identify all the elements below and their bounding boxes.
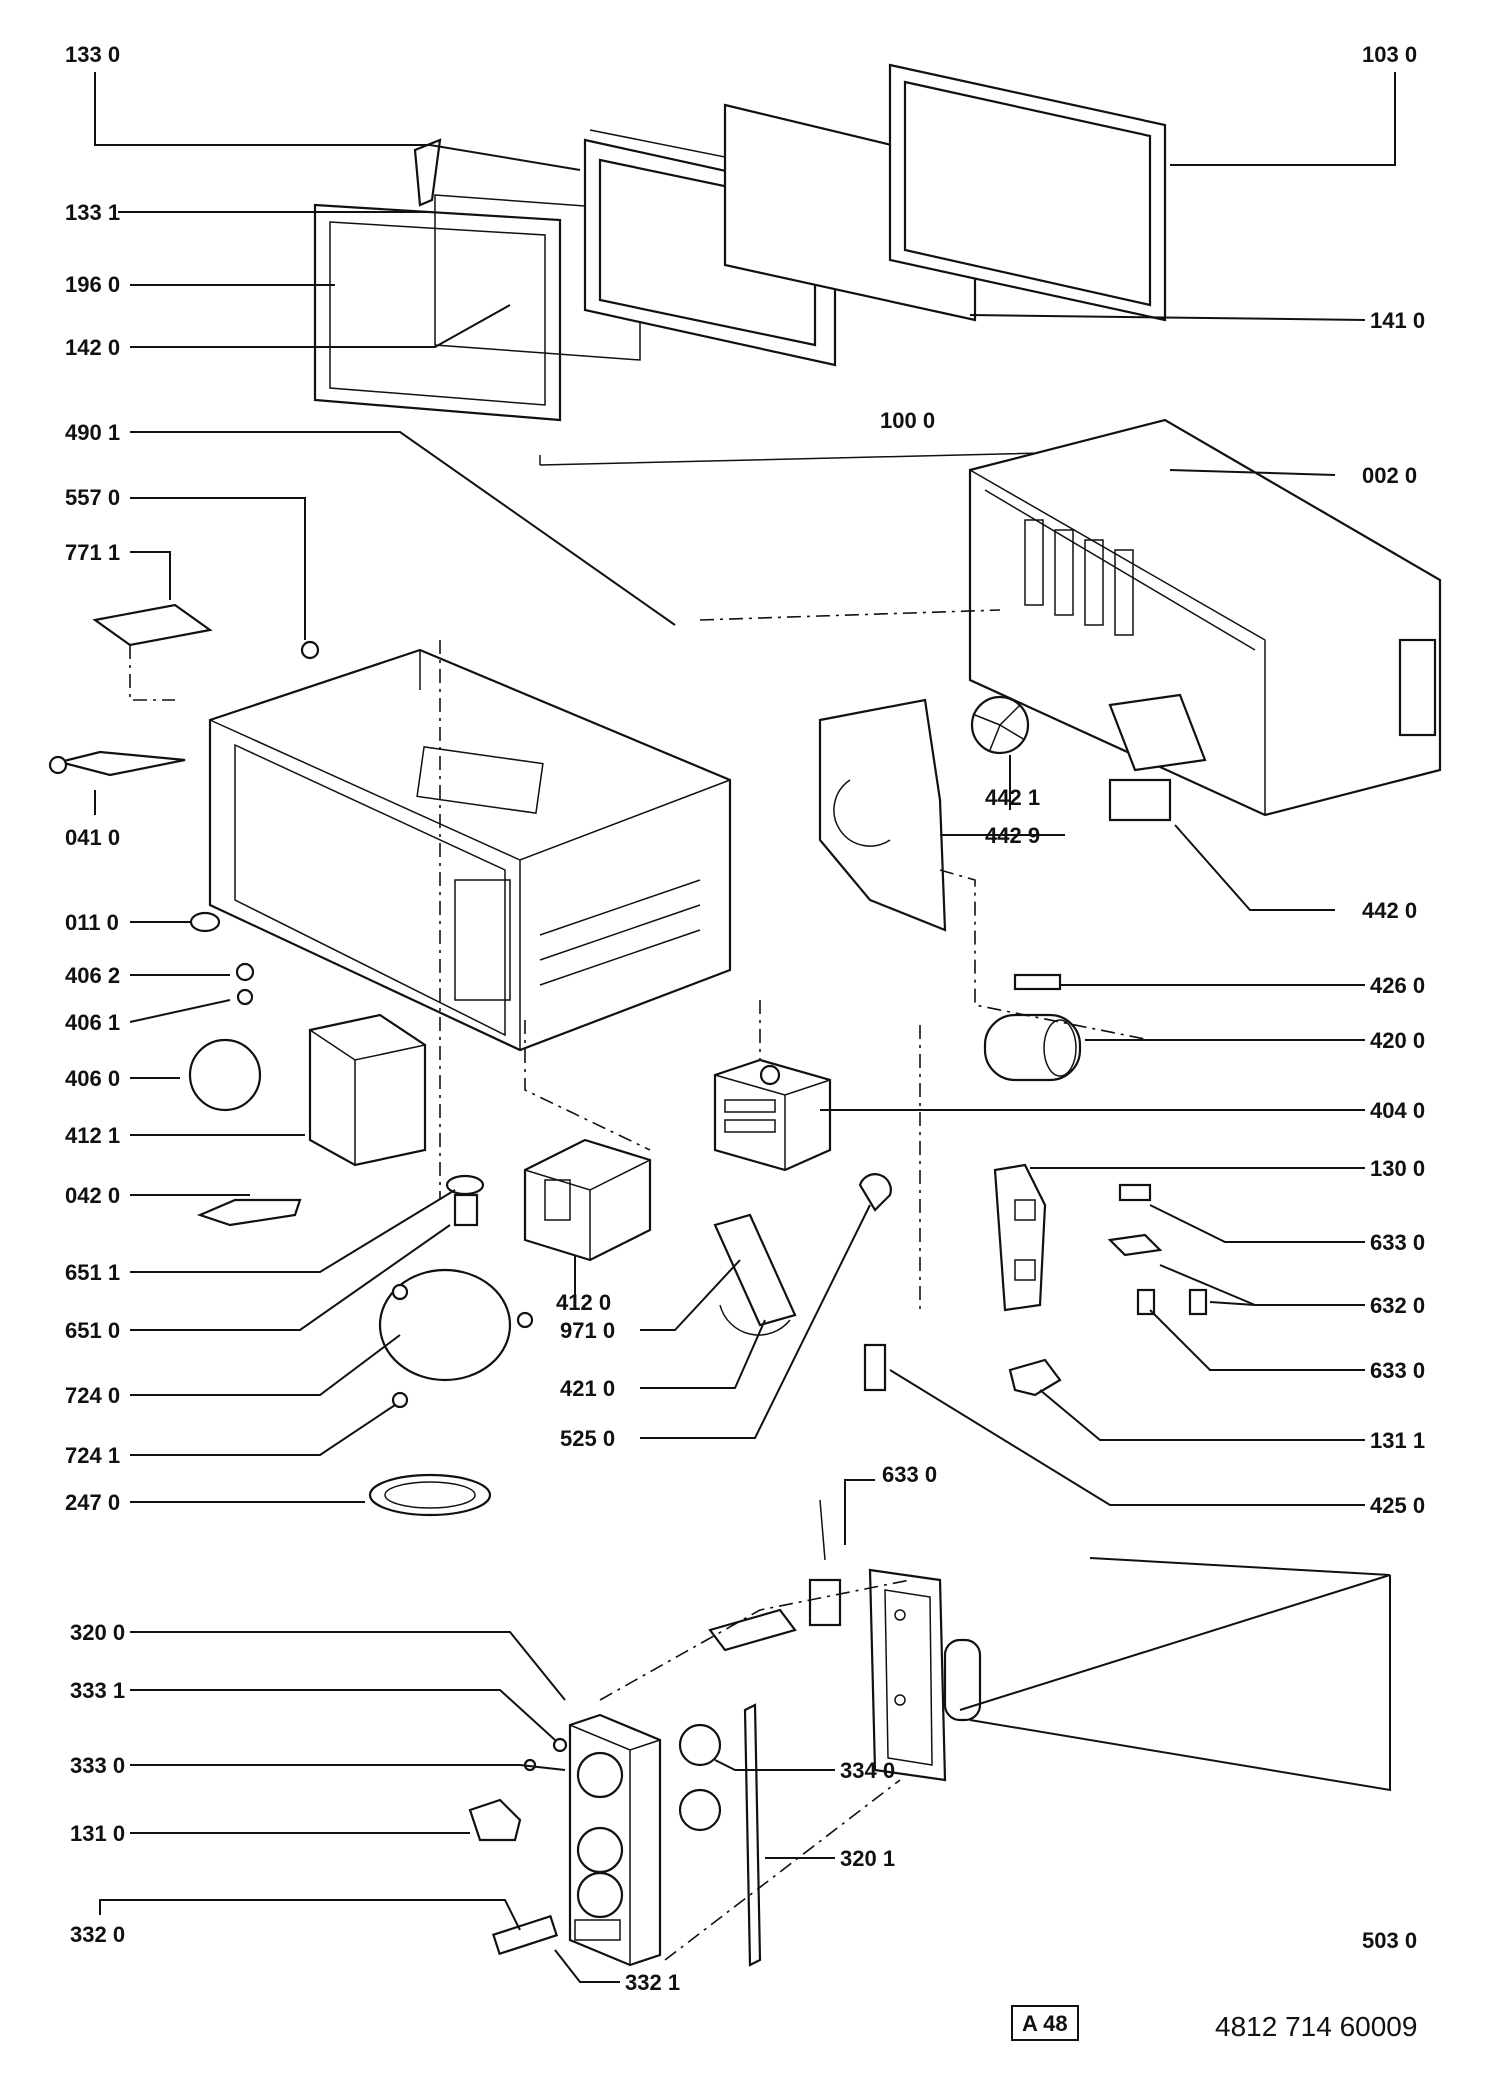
label-332-1: 332 1: [625, 1970, 680, 1995]
label-133-1: 133 1: [65, 200, 120, 225]
label-632-0: 632 0: [1370, 1293, 1425, 1318]
sheet-code: A 48: [1022, 2011, 1068, 2036]
hv-capacitor: [983, 1013, 1082, 1082]
label-142-0: 142 0: [65, 335, 120, 360]
label-724-0: 724 0: [65, 1383, 120, 1408]
label-333-1: 333 1: [70, 1678, 125, 1703]
label-557-0: 557 0: [65, 485, 120, 510]
label-442-9: 442 9: [985, 823, 1040, 848]
coupler: [445, 1174, 485, 1227]
roller-ring: [378, 1268, 512, 1382]
label-503-0: 503 0: [1362, 1928, 1417, 1953]
label-425-0: 425 0: [1370, 1493, 1425, 1518]
label-406-1: 406 1: [65, 1010, 120, 1035]
waveguide: [308, 1013, 427, 1167]
label-333-0: 333 0: [70, 1753, 125, 1778]
label-141-0: 141 0: [1370, 308, 1425, 333]
hv-diode: [1013, 973, 1062, 991]
turntable-plate: [368, 1473, 492, 1517]
label-130-0: 130 0: [1370, 1156, 1425, 1181]
label-420-0: 420 0: [1370, 1028, 1425, 1053]
label-103-0: 103 0: [1362, 42, 1417, 67]
label-041-0: 041 0: [65, 825, 120, 850]
label-042-0: 042 0: [65, 1183, 120, 1208]
switch-bracket: [993, 1163, 1047, 1312]
leader-lines: [94, 72, 1396, 1983]
alignment-lines: [129, 609, 1151, 1961]
label-247-0: 247 0: [65, 1490, 120, 1515]
label-404-0: 404 0: [1370, 1098, 1425, 1123]
control-panel: [568, 1713, 662, 1967]
label-412-0: 412 0: [556, 1290, 611, 1315]
label-633-0-c: 633 0: [882, 1462, 937, 1487]
label-011-0: 011 0: [65, 910, 119, 935]
circuit-board: [868, 1568, 982, 1782]
label-651-1: 651 1: [65, 1260, 120, 1285]
label-406-2: 406 2: [65, 963, 120, 988]
label-426-0: 426 0: [1370, 973, 1425, 998]
label-525-0: 525 0: [560, 1426, 615, 1451]
cabinet-housing: [968, 418, 1442, 817]
label-442-1: 442 1: [985, 785, 1040, 810]
label-100-0: 100 0: [880, 408, 935, 433]
sheet-code-box: [1011, 2005, 1079, 2041]
footer: A 48 4812 714 60009: [1011, 2005, 1417, 2042]
label-131-1: 131 1: [1370, 1428, 1425, 1453]
label-332-0: 332 0: [70, 1922, 125, 1947]
label-442-0: 442 0: [1362, 898, 1417, 923]
label-002-0: 002 0: [1362, 463, 1417, 488]
knob-1: [678, 1723, 722, 1767]
part-number: 4812 714 60009: [1215, 2011, 1417, 2042]
label-633-0-b: 633 0: [1370, 1358, 1425, 1383]
label-724-1: 724 1: [65, 1443, 120, 1468]
label-412-1: 412 1: [65, 1123, 120, 1148]
label-421-0: 421 0: [560, 1376, 615, 1401]
label-131-0: 131 0: [70, 1821, 125, 1846]
label-406-0: 406 0: [65, 1066, 120, 1091]
mica-bracket: [196, 1198, 302, 1227]
label-334-0: 334 0: [840, 1758, 895, 1783]
label-133-0: 133 0: [65, 42, 120, 67]
transformer: [523, 1138, 652, 1262]
oven-cavity: [48, 603, 732, 1112]
label-971-0: 971 0: [560, 1318, 615, 1343]
label-651-0: 651 0: [65, 1318, 120, 1343]
door-assembly: [313, 63, 1171, 466]
cooling-fan: [818, 693, 1207, 932]
part-labels: 133 0 133 1 196 0 142 0 103 0 141 0 100 …: [65, 42, 1425, 1995]
label-320-0: 320 0: [70, 1620, 125, 1645]
knob-2: [678, 1788, 722, 1832]
label-196-0: 196 0: [65, 272, 120, 297]
magnetron: [713, 1058, 832, 1172]
label-320-1: 320 1: [840, 1846, 895, 1871]
label-771-1: 771 1: [65, 540, 120, 565]
label-490-1: 490 1: [65, 420, 120, 445]
stirrer-motor-bracket: [713, 1213, 797, 1327]
label-633-0-a: 633 0: [1370, 1230, 1425, 1255]
